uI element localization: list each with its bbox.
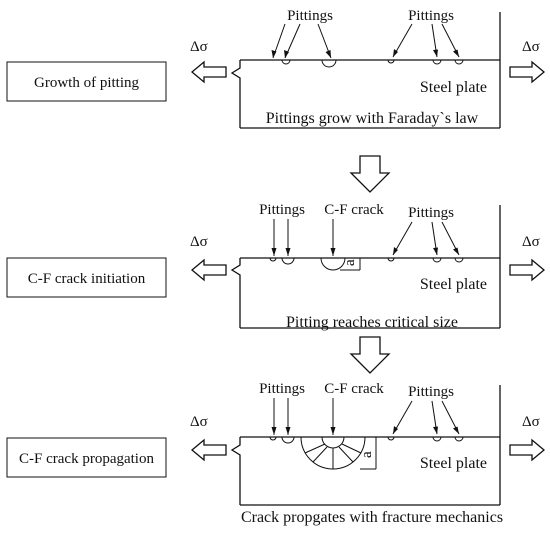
pit xyxy=(454,436,464,442)
pit xyxy=(281,257,295,265)
crack-label: C-F crack xyxy=(324,202,384,218)
plate-label: Steel plate xyxy=(420,455,487,472)
pit xyxy=(454,257,464,263)
stress-arrow-left-icon xyxy=(190,60,227,84)
stage-box xyxy=(6,437,167,478)
pit xyxy=(387,436,395,441)
stage-1: Δσ Δσ Growth of pitting Steel plate Pitt… xyxy=(6,8,546,129)
steel-plate xyxy=(230,205,501,329)
stage-caption: Pitting reaches critical size xyxy=(286,314,458,331)
pittings-right-label: Pittings xyxy=(408,8,454,24)
pit xyxy=(454,59,464,65)
pointer-arrows xyxy=(271,23,460,59)
pittings-right-label: Pittings xyxy=(408,205,454,221)
pit xyxy=(432,257,442,263)
stage-caption: Crack propgates with fracture mechanics xyxy=(241,509,503,526)
stage-caption: Pittings grow with Faraday`s law xyxy=(266,110,479,127)
pit xyxy=(281,59,291,65)
stress-right-label: Δσ xyxy=(522,414,540,430)
stage-2: Δσ Δσ C-F crack initiation a Steel plate… xyxy=(6,202,546,331)
pit xyxy=(269,436,277,441)
pointer-arrows xyxy=(271,398,460,435)
stress-arrow-right-icon xyxy=(509,258,546,282)
stress-left-label: Δσ xyxy=(190,414,208,430)
pit xyxy=(321,59,337,68)
stage-3: Δσ Δσ C-F crack propagation xyxy=(6,381,546,526)
stage-label: Growth of pitting xyxy=(34,75,139,91)
down-arrow-icon xyxy=(349,336,391,374)
pointer-arrows xyxy=(271,219,460,256)
stress-right-label: Δσ xyxy=(522,39,540,55)
plate-label: Steel plate xyxy=(420,79,487,96)
stress-arrow-left-icon xyxy=(190,438,227,462)
stress-left-label: Δσ xyxy=(190,39,208,55)
down-arrow-icon xyxy=(349,155,391,193)
pittings-left-label: Pittings xyxy=(259,202,305,218)
stress-arrow-right-icon xyxy=(509,60,546,84)
stress-arrow-right-icon xyxy=(509,438,546,462)
stress-left-label: Δσ xyxy=(190,234,208,250)
stress-arrow-left-icon xyxy=(190,258,227,282)
critical-pit xyxy=(320,257,346,271)
pit xyxy=(387,257,395,262)
pittings-left-label: Pittings xyxy=(259,381,305,397)
stage-label: C-F crack initiation xyxy=(28,271,146,287)
pit xyxy=(269,257,277,262)
plate-label: Steel plate xyxy=(420,276,487,293)
stress-right-label: Δσ xyxy=(522,234,540,250)
pit xyxy=(432,59,442,65)
stage-box xyxy=(6,61,167,102)
steel-plate xyxy=(230,385,501,506)
pittings-left-label: Pittings xyxy=(287,8,333,24)
pit xyxy=(387,59,395,64)
pit xyxy=(281,436,295,444)
pit xyxy=(432,436,442,442)
crack-label: C-F crack xyxy=(324,381,384,397)
dimension-a-label: a xyxy=(342,259,358,266)
stage-label: C-F crack propagation xyxy=(19,451,154,467)
stage-box xyxy=(6,257,167,298)
propagating-crack xyxy=(300,436,366,470)
pittings-right-label: Pittings xyxy=(408,384,454,400)
steel-plate xyxy=(230,12,501,129)
dimension-a-label: a xyxy=(359,451,375,458)
